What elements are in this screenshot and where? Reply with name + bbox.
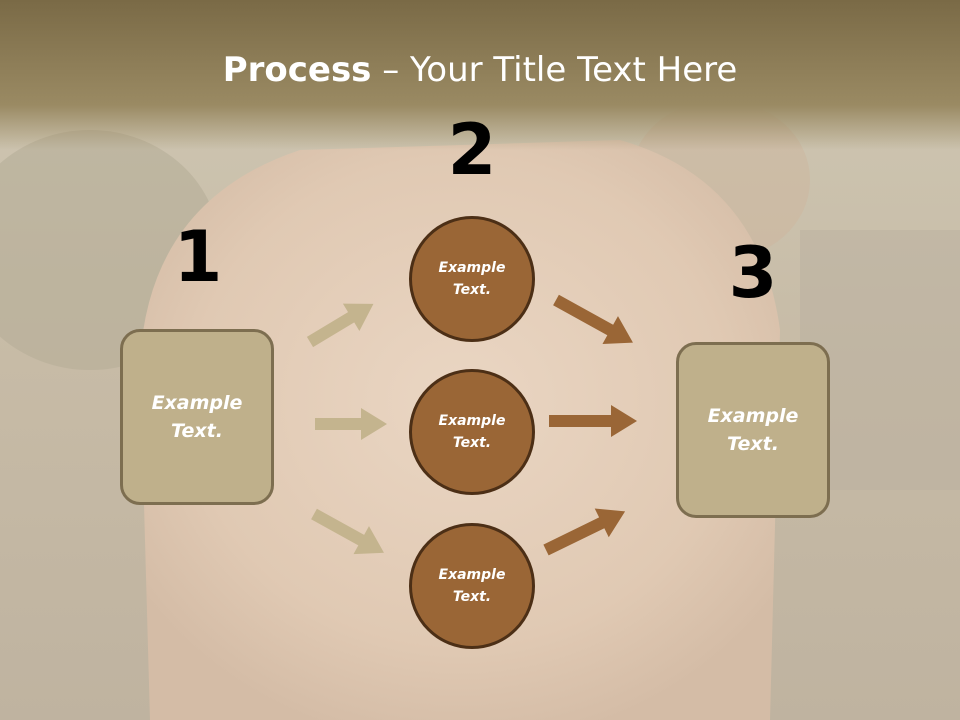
step-number-1: 1 xyxy=(173,216,223,298)
circle-1-line-2: Text. xyxy=(452,282,492,298)
circle-2[interactable]: Example Text. xyxy=(409,369,535,495)
input-arrows xyxy=(306,303,387,555)
circle-2-line-2: Text. xyxy=(452,435,492,451)
right-box-line-1: Example xyxy=(707,404,799,427)
output-arrows xyxy=(543,294,637,556)
title-bold: Process xyxy=(222,50,372,90)
right-box-line-2: Text. xyxy=(727,433,779,455)
circle-1[interactable]: Example Text. xyxy=(409,216,535,342)
left-text-box[interactable]: Example Text. xyxy=(120,329,274,505)
slide-title: Process – Your Title Text Here xyxy=(0,50,960,90)
right-box-text: Example Text. xyxy=(708,402,799,459)
circle-1-line-1: Example xyxy=(438,259,506,276)
circle-1-text: Example Text. xyxy=(439,257,506,302)
arrow-to-circle-1 xyxy=(306,303,374,348)
circle-3-text: Example Text. xyxy=(439,564,506,609)
circle-3-line-1: Example xyxy=(438,566,506,583)
step-number-2: 2 xyxy=(447,109,497,191)
step-number-3: 3 xyxy=(728,232,778,314)
circle-3-line-2: Text. xyxy=(452,589,492,605)
arrow-from-circle-2 xyxy=(549,405,637,437)
title-rest: – Your Title Text Here xyxy=(371,50,738,90)
circle-2-line-1: Example xyxy=(438,412,506,429)
arrow-from-circle-3 xyxy=(543,508,626,556)
left-box-line-1: Example xyxy=(151,391,243,414)
left-box-line-2: Text. xyxy=(171,420,223,442)
left-box-text: Example Text. xyxy=(152,389,243,446)
circle-3[interactable]: Example Text. xyxy=(409,523,535,649)
arrow-to-circle-2 xyxy=(315,408,387,440)
arrow-from-circle-1 xyxy=(553,294,633,345)
arrow-to-circle-3 xyxy=(311,508,384,555)
circle-2-text: Example Text. xyxy=(439,410,506,455)
right-text-box[interactable]: Example Text. xyxy=(676,342,830,518)
